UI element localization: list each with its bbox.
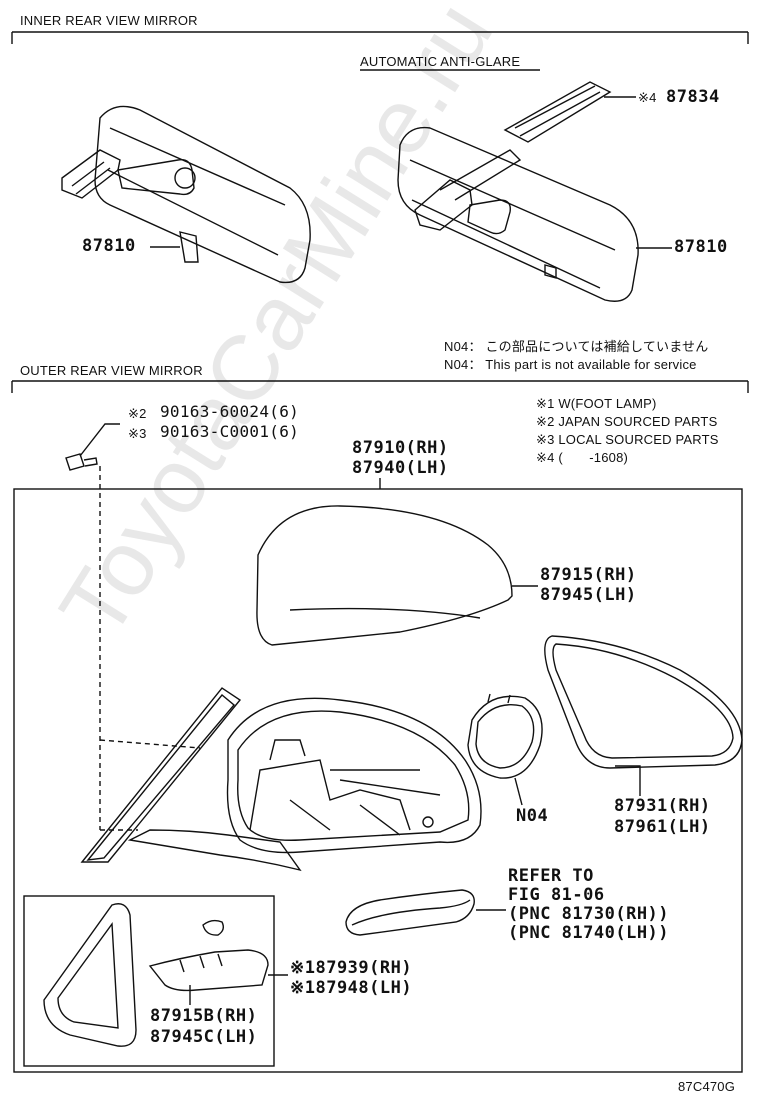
bolt-1-part: 90163-60024(6)	[160, 402, 300, 421]
note-n04-en: N04： This part is not available for serv…	[444, 357, 697, 372]
bolt	[65, 453, 98, 471]
refer-line-1: REFER TO	[508, 866, 594, 886]
refer-line-2: FIG 81-06	[508, 885, 605, 905]
glass-rh: 87931(RH)	[614, 796, 711, 816]
note-n04-jp: N04： この部品については補給していません	[444, 339, 709, 354]
assembly-frame	[13, 488, 743, 1073]
mirror-cover	[256, 505, 513, 646]
triangle-cap	[43, 903, 137, 1047]
inner-mirror-right	[397, 81, 639, 302]
outer-section-title: OUTER REAR VIEW MIRROR	[20, 363, 203, 378]
mirror-housing	[80, 687, 482, 872]
legend-3: ※3 LOCAL SOURCED PARTS	[536, 432, 719, 447]
cover-rh: 87915(RH)	[540, 565, 637, 585]
anti-glare-label: AUTOMATIC ANTI-GLARE	[360, 54, 521, 69]
mirror-actuator	[467, 693, 543, 779]
glass-lh: 87961(LH)	[614, 817, 711, 837]
part-87834: 87834	[666, 87, 720, 107]
assy-lh: 87940(LH)	[352, 458, 449, 478]
inner-section-title: INNER REAR VIEW MIRROR	[20, 13, 198, 28]
assy-rh: 87910(RH)	[352, 438, 449, 458]
legend-1: ※1 W(FOOT LAMP)	[536, 396, 657, 411]
foot-lamp-rh: ※187939(RH)	[290, 958, 413, 978]
turn-signal-lamp	[345, 889, 475, 936]
refer-line-3: (PNC 81730(RH))	[508, 904, 670, 924]
foot-lamp	[148, 919, 269, 992]
bolt-2-part: 90163-C0001(6)	[160, 422, 300, 441]
cap-rh: 87915B(RH)	[150, 1006, 258, 1026]
cover-lh: 87945(LH)	[540, 585, 637, 605]
cap-lh: 87945C(LH)	[150, 1027, 258, 1047]
mirror-glass	[544, 635, 743, 769]
legend-2: ※2 JAPAN SOURCED PARTS	[536, 414, 718, 429]
part-87834-mark: ※4	[638, 90, 657, 105]
foot-lamp-lh: ※187948(LH)	[290, 978, 413, 998]
bolt-leader	[79, 423, 120, 457]
bolt-1-mark: ※2	[128, 406, 147, 421]
legend-4: ※4 ( -1608)	[536, 450, 629, 465]
inner-mirror-left	[61, 105, 311, 284]
part-87810-left: 87810	[82, 236, 136, 256]
bolt-2-mark: ※3	[128, 426, 147, 441]
figure-code: 87C470G	[678, 1079, 736, 1094]
cap-inset-frame	[23, 895, 275, 1067]
part-87810-right: 87810	[674, 237, 728, 257]
n04-label: N04	[516, 806, 549, 826]
refer-line-4: (PNC 81740(LH))	[508, 923, 670, 943]
